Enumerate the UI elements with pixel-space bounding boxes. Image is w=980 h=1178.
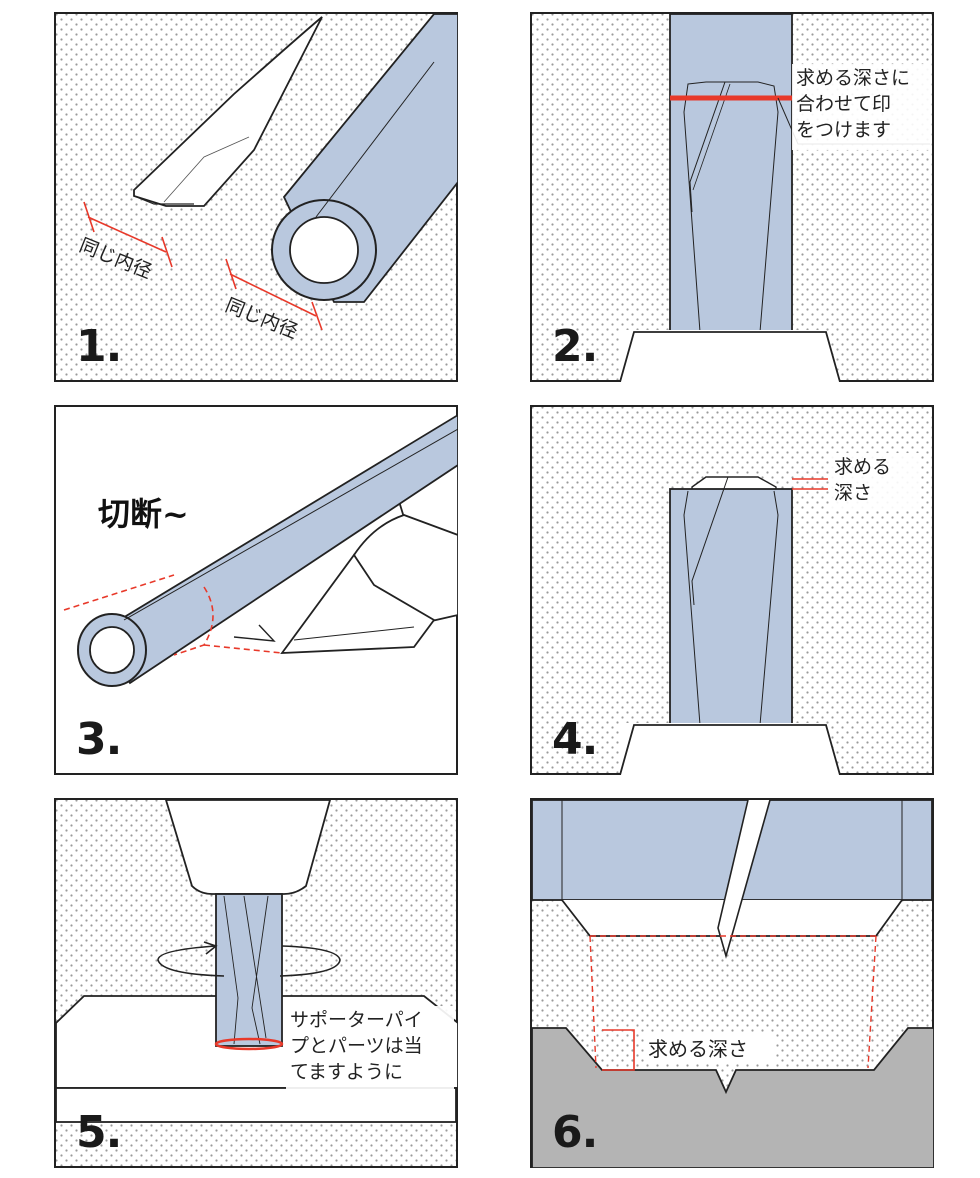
pipe-part <box>271 13 458 303</box>
required-depth-label: 求める深さ <box>648 1037 748 1061</box>
depth-instruction-line2: 合わせて印 <box>796 93 891 115</box>
depth-guide-lines <box>589 935 877 1069</box>
step-5-panel: サポーターパイ プとパーツは当 てますように 5. <box>54 798 458 1168</box>
step-6-panel: 求める深さ 6. <box>530 798 934 1168</box>
step-number: 6. <box>552 1107 598 1158</box>
required-depth-label-line1: 求める <box>834 456 891 478</box>
base-block <box>619 724 841 775</box>
support-note-line2: プとパーツは当 <box>290 1035 423 1057</box>
pipe-part <box>77 413 458 687</box>
base-block <box>619 331 841 382</box>
required-depth-label-line2: 深さ <box>834 482 872 504</box>
step-2-illustration: 求める深さに 合わせて印 をつけます <box>530 12 934 382</box>
support-note-line3: てますように <box>290 1061 403 1083</box>
step-6-illustration: 求める深さ <box>530 798 934 1168</box>
depth-marker <box>602 1029 635 1071</box>
depth-marker <box>792 478 828 490</box>
step-4-illustration: 求める 深さ <box>530 405 934 775</box>
pipe-with-bit <box>669 476 793 726</box>
step-3-illustration: 切断~ <box>54 405 458 775</box>
step-2-panel: 求める深さに 合わせて印 をつけます 2. <box>530 12 934 382</box>
step-5-illustration: サポーターパイ プとパーツは当 てますように <box>54 798 458 1168</box>
rotation-arrow-icon <box>157 941 341 977</box>
step-number: 1. <box>76 321 122 372</box>
step-1-panel: 同じ内径 同じ内径 1. <box>54 12 458 382</box>
step-number: 3. <box>76 714 122 765</box>
step-number: 4. <box>552 714 598 765</box>
dimension-markers <box>83 201 323 331</box>
drill-chuck <box>164 799 332 895</box>
depth-instruction-line3: をつけます <box>796 119 891 141</box>
pipe-with-bit <box>214 893 284 1051</box>
target-part <box>531 1027 934 1168</box>
support-note-line1: サポーターパイ <box>290 1009 423 1031</box>
step-3-panel: 切断~ 3. <box>54 405 458 775</box>
cut-line <box>63 574 283 656</box>
step-number: 2. <box>552 321 598 372</box>
step-4-panel: 求める 深さ 4. <box>530 405 934 775</box>
drill-bit-part <box>133 16 323 207</box>
pipe-cutter <box>233 443 458 654</box>
step-number: 5. <box>76 1107 122 1158</box>
cut-label: 切断~ <box>98 495 189 533</box>
pipe-with-bit <box>669 13 793 333</box>
pipe-part <box>531 799 933 959</box>
depth-instruction-line1: 求める深さに <box>796 67 910 89</box>
step-1-illustration: 同じ内径 同じ内径 <box>54 12 458 382</box>
